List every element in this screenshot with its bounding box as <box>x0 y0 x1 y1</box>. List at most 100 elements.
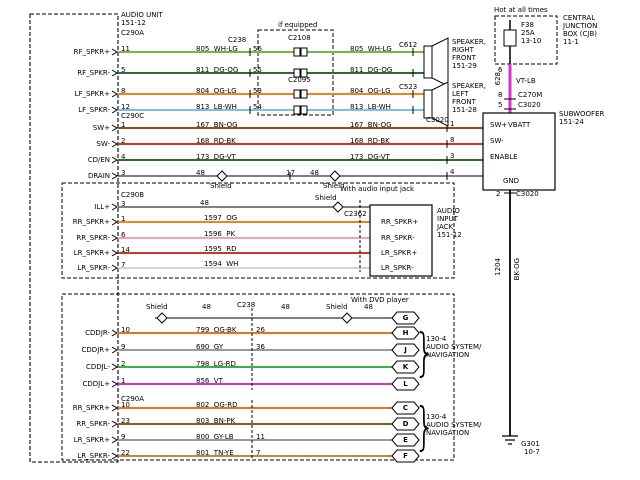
wire-label: 813 LB-WH <box>196 103 237 111</box>
ground-ref-label: 10-7 <box>524 448 540 456</box>
shield-label: Shield <box>315 194 337 202</box>
audio-input-jack-section-box <box>61 182 455 279</box>
connector-label-c3020-bottom: C3020 <box>516 190 539 198</box>
pin-name: CDDJR+ <box>81 346 110 354</box>
connector-label-c290c: C290C <box>121 112 145 120</box>
destination-tag: L <box>403 380 408 388</box>
junction-pin: 53 <box>253 87 262 95</box>
wire-label: 801 TN-YE <box>196 449 234 457</box>
subwoofer-title: SUBWOOFER 151-24 <box>559 110 605 126</box>
junction-pin: 17 <box>286 169 295 177</box>
junction-pin: 36 <box>256 343 265 351</box>
pin-number: 1 <box>121 215 126 223</box>
fuse-label: F38 25A 13-10 <box>521 21 542 45</box>
pin-name: SW+ <box>92 124 110 132</box>
if-equipped-caption: if equipped <box>278 21 318 29</box>
ground-icon <box>502 435 518 445</box>
pin-number: 1 <box>121 121 126 129</box>
pin-number: 2 <box>121 137 126 145</box>
wire-label: 48 <box>202 303 211 311</box>
pin-chevrons-audio-unit <box>111 48 118 460</box>
ground-id-label: G301 <box>521 440 540 448</box>
wire-label: 690 GY <box>196 343 224 351</box>
pin-name: SW- <box>96 140 110 148</box>
destination-tag: G <box>402 314 409 322</box>
pin-name: RR_SPKR- <box>76 420 110 428</box>
wire-label: 167 BN-OG <box>350 121 392 129</box>
wire-label: 798 LG-RD <box>196 360 236 368</box>
wire-label: 48 <box>196 169 205 177</box>
speaker-icon-right-front <box>423 37 449 87</box>
destination-tag: C <box>402 404 409 412</box>
pin-name: DRAIN <box>87 172 110 180</box>
jack-pin-name: LR_SPKR+ <box>381 249 418 257</box>
pin-number: 22 <box>121 449 130 457</box>
junction-pin: 56 <box>253 45 262 53</box>
connector-label-c523: C523 <box>399 83 418 91</box>
pin-number: 6 <box>498 66 503 74</box>
pin-name: CDDJL+ <box>82 380 111 388</box>
connector-label-c290b: C290B <box>121 191 145 199</box>
connector-label-c238-top: C238 <box>228 36 247 44</box>
connector-label-c2095: C2095 <box>288 76 311 84</box>
shield-diamond-icons <box>156 170 353 324</box>
connector-label-c2108: C2108 <box>288 34 311 42</box>
pin-name: ILL+ <box>94 203 110 211</box>
wire-label: 856 VT <box>196 377 223 385</box>
jack-pin-name: LR_SPKR- <box>381 264 414 272</box>
jack-pin-name: RR_SPKR- <box>381 234 415 242</box>
pin-number: 10 <box>121 326 130 334</box>
inline-connector-symbols <box>293 47 308 115</box>
wire-label: 48 <box>200 199 209 207</box>
junction-pin: 54 <box>253 103 262 111</box>
destination-label: 130-4 AUDIO SYSTEM/ NAVIGATION <box>426 335 482 359</box>
section-caption-audio-input-jack: With audio input jack <box>340 185 415 193</box>
pin-name: LR_SPKR+ <box>73 436 110 444</box>
shield-label: Shield <box>210 182 232 190</box>
pin-number: 5 <box>121 66 126 74</box>
pin-number: 3 <box>450 152 455 160</box>
destination-tag: H <box>402 329 409 337</box>
destination-tag: E <box>403 436 408 444</box>
pin-number: 6 <box>121 231 126 239</box>
pin-number: 5 <box>498 101 503 109</box>
subwoofer-pin-vbatt: VBATT <box>508 121 531 129</box>
fuse-icon <box>503 29 517 47</box>
pin-number: 9 <box>121 433 126 441</box>
junction-pin: 11 <box>256 433 265 441</box>
wire-label: 811 DG-OG <box>196 66 239 74</box>
wire-label: 813 LB-WH <box>350 103 391 111</box>
speaker-icon-left-front <box>423 81 449 127</box>
pin-number: 3 <box>121 200 126 208</box>
group-brace: } <box>414 323 436 383</box>
wire-label: 48 <box>364 303 373 311</box>
pin-number: 1 <box>121 377 126 385</box>
shield-label: Shield <box>146 303 168 311</box>
pin-number: 23 <box>121 417 130 425</box>
pin-name: LF_SPKR- <box>78 106 110 114</box>
pin-name: RR_SPKR+ <box>72 218 110 226</box>
wire-label: 800 GY-LB <box>196 433 234 441</box>
pin-name: LR_SPKR+ <box>73 249 110 257</box>
group-brace: } <box>414 397 436 457</box>
destination-tag: J <box>404 346 407 354</box>
wire-label: 173 DG-VT <box>196 153 236 161</box>
pin-number: 4 <box>450 168 455 176</box>
destination-label: 130-4 AUDIO SYSTEM/ NAVIGATION <box>426 413 482 437</box>
wire-circuit-label: 1204 <box>494 258 502 276</box>
connector-label-c612: C612 <box>399 41 418 49</box>
audio-input-jack-box <box>369 204 433 277</box>
wire-label: 167 BN-OG <box>196 121 238 129</box>
destination-tag: D <box>402 420 409 428</box>
junction-pin: 7 <box>256 449 261 457</box>
wire-label: 804 OG-LG <box>350 87 391 95</box>
connector-label-c238-dvd: C238 <box>237 301 256 309</box>
pin-number: 8 <box>498 91 503 99</box>
dvd-player-section-box <box>61 293 455 461</box>
connector-label-c290a-top: C290A <box>121 29 145 37</box>
wire-label: 805 WH-LG <box>196 45 238 53</box>
pin-number: 10 <box>121 401 130 409</box>
section-caption-dvd: With DVD player <box>351 296 409 304</box>
wire-label: 802 OG-RD <box>196 401 238 409</box>
